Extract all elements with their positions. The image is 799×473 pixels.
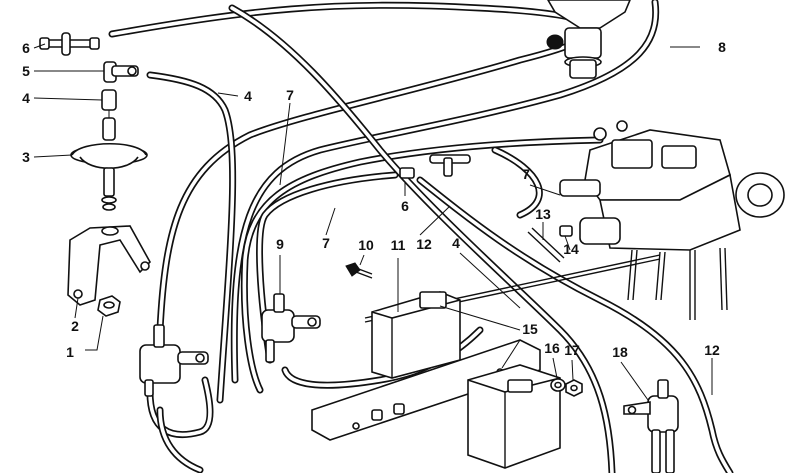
left-vacuum-valve bbox=[139, 324, 209, 397]
callout-6-top: 6 bbox=[22, 40, 30, 56]
carburetor-assembly bbox=[559, 120, 785, 320]
callout-3: 3 bbox=[22, 149, 30, 165]
control-box-part-15 bbox=[467, 364, 561, 469]
t-fitting-middle bbox=[399, 154, 471, 179]
vacuum-hoses bbox=[108, 0, 734, 473]
callout-2: 2 bbox=[71, 318, 79, 334]
callout-4-hose: 4 bbox=[244, 88, 252, 104]
callout-labels: 1 2 3 4 4 4 5 6 6 7 7 7 8 9 10 11 12 12 … bbox=[22, 39, 726, 360]
callout-14: 14 bbox=[563, 241, 579, 257]
callout-4-right: 4 bbox=[452, 235, 460, 251]
callout-7-top: 7 bbox=[286, 87, 294, 103]
valve-part-9 bbox=[261, 293, 321, 363]
t-connector-part-6 bbox=[39, 32, 100, 56]
callout-12-right: 12 bbox=[704, 342, 720, 358]
callout-5: 5 bbox=[22, 63, 30, 79]
callout-8: 8 bbox=[718, 39, 726, 55]
callout-7-middle: 7 bbox=[322, 235, 330, 251]
callout-10: 10 bbox=[358, 237, 374, 253]
washer-part-16 bbox=[550, 378, 566, 392]
bolt-part-13 bbox=[527, 227, 565, 263]
callout-16: 16 bbox=[544, 340, 560, 356]
bracket-part-2 bbox=[67, 225, 151, 306]
callout-15: 15 bbox=[522, 321, 538, 337]
callout-7-right: 7 bbox=[522, 166, 530, 182]
fitting-part-14 bbox=[559, 225, 573, 237]
leader-lines bbox=[33, 43, 713, 401]
callout-13: 13 bbox=[535, 206, 551, 222]
callout-9: 9 bbox=[276, 236, 284, 252]
valve-part-18 bbox=[623, 379, 679, 473]
callout-17: 17 bbox=[564, 342, 580, 358]
callout-11: 11 bbox=[391, 237, 406, 253]
callout-4-left: 4 bbox=[22, 90, 30, 106]
callout-1: 1 bbox=[66, 344, 74, 360]
vacuum-unit-part-3 bbox=[70, 117, 148, 211]
callout-6-middle: 6 bbox=[401, 198, 409, 214]
callout-12-middle: 12 bbox=[416, 236, 432, 252]
callout-18: 18 bbox=[612, 344, 628, 360]
control-unit-part-11 bbox=[371, 291, 461, 379]
screw-part-10 bbox=[345, 262, 373, 279]
nut-part-1 bbox=[97, 295, 121, 317]
nut-part-17 bbox=[565, 379, 583, 397]
distributor-top-part bbox=[546, 0, 631, 79]
elbow-connector-part-5 bbox=[103, 61, 139, 83]
